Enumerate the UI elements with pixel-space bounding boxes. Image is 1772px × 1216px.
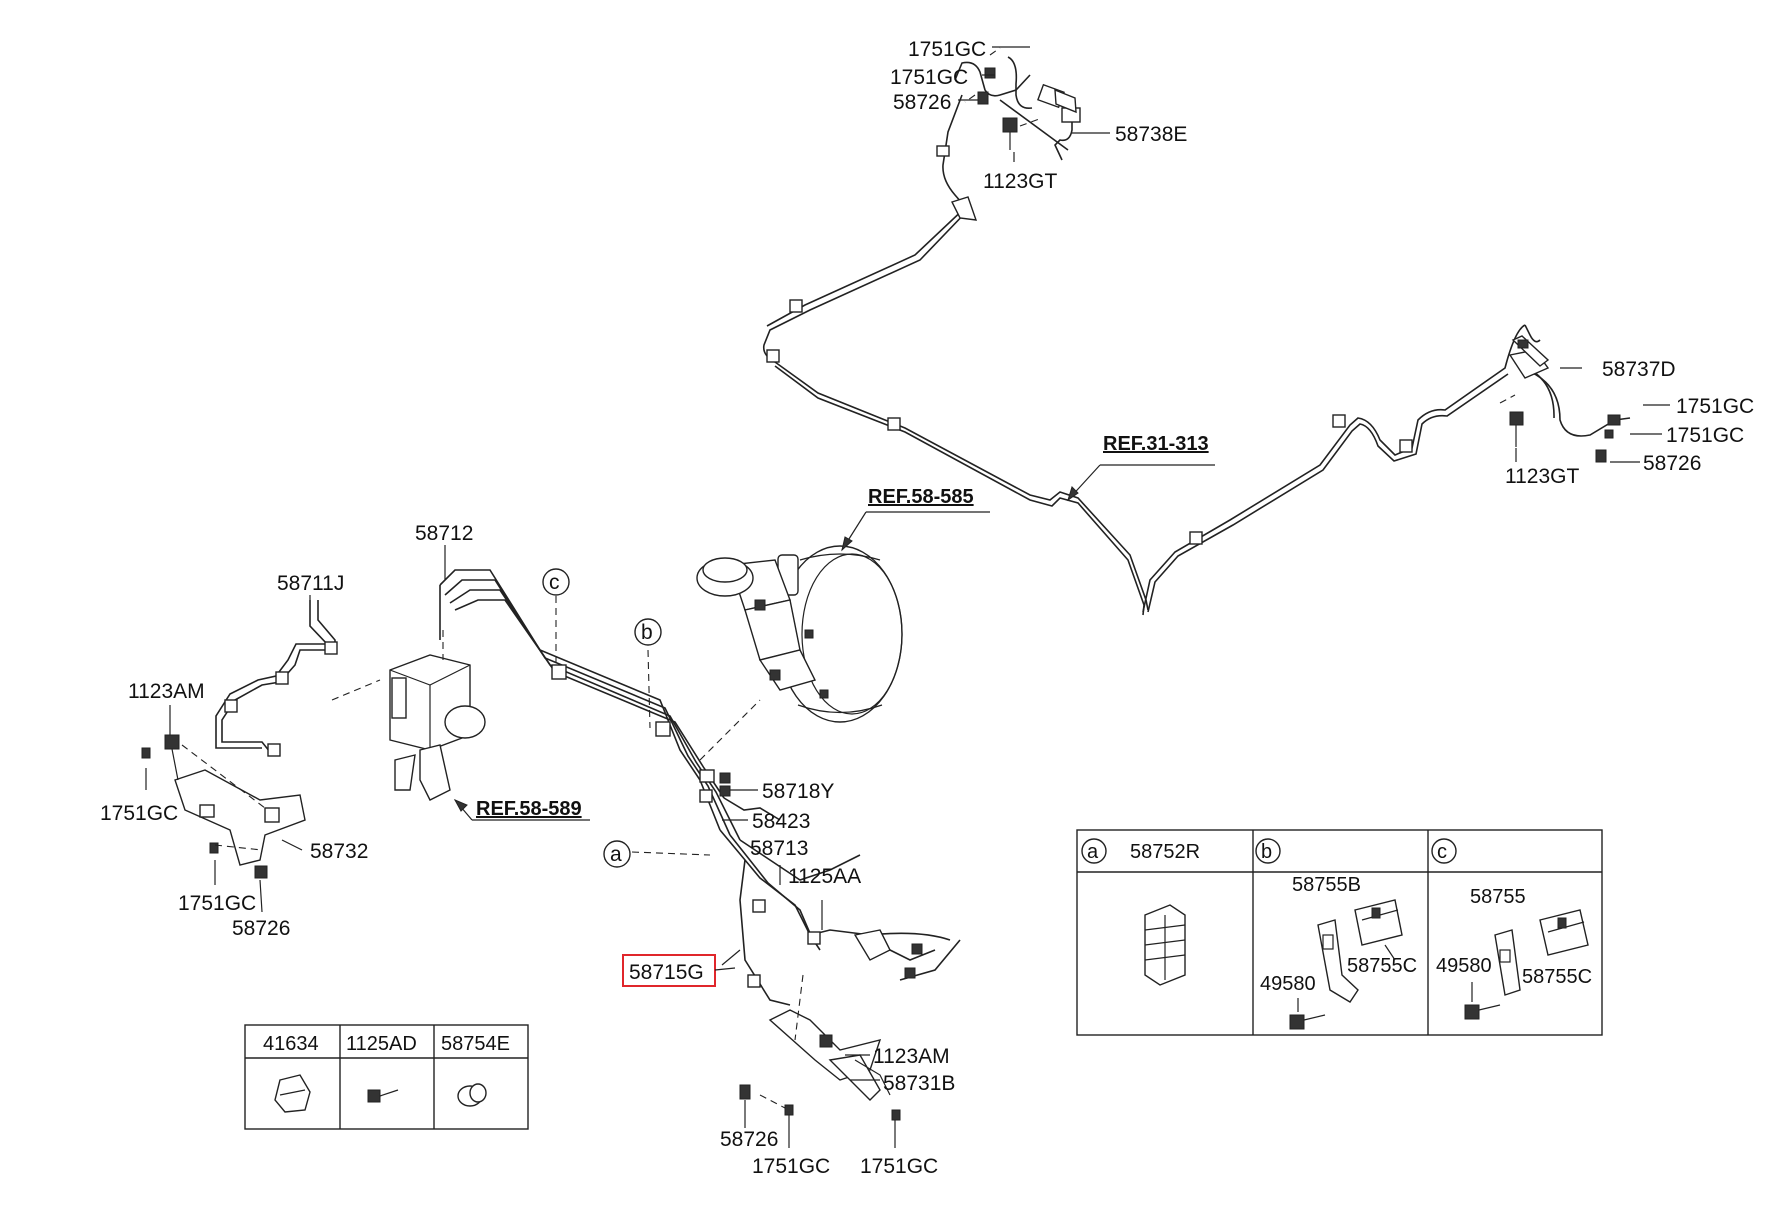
clip-part-58755c: 58755C (1347, 955, 1417, 977)
label-58715g: 58715G (629, 961, 704, 984)
ref-58-589: REF.58-589 (476, 798, 582, 820)
main-brake-pipe (762, 56, 1541, 616)
label-58726: 58726 (1643, 452, 1701, 475)
clip-part-49580: 49580 (1436, 955, 1492, 977)
clip-part-58755c: 58755C (1522, 966, 1592, 988)
svg-text:c: c (549, 571, 560, 594)
pipe-58711j (215, 600, 338, 757)
label-1751gc: 1751GC (1676, 395, 1754, 418)
small-parts-table: 41634 1125AD 58754E (244, 1024, 529, 1130)
clip-58755b-icon (1317, 899, 1403, 1003)
label-58718y: 58718Y (762, 780, 834, 803)
label-58423: 58423 (752, 810, 810, 833)
abs-unit (331, 630, 486, 801)
clip-table: a 58752R b 58755B 58755C 49580 (1076, 829, 1603, 1036)
svg-text:a: a (610, 843, 622, 866)
label-58731b: 58731B (883, 1072, 955, 1095)
marker-b: b (634, 618, 662, 646)
clip-58752r-icon (1144, 904, 1186, 986)
label-1751gc: 1751GC (908, 38, 986, 61)
svg-text:b: b (1261, 841, 1272, 863)
marker-a: a (603, 840, 631, 868)
label-58737d: 58737D (1602, 358, 1676, 381)
clip-section-a: a 58752R (1081, 838, 1200, 986)
clip-part-49580: 49580 (1260, 973, 1316, 995)
table-header-1125ad: 1125AD (346, 1033, 417, 1055)
bolt-1123gt-right (1509, 411, 1524, 447)
label-1751gc: 1751GC (752, 1155, 830, 1178)
label-1123am: 1123AM (128, 680, 205, 703)
clip-part-58752r: 58752R (1130, 841, 1200, 863)
clip-part-58755: 58755 (1470, 886, 1526, 908)
part-labels: 1751GC 1751GC 58726 58738E 1123GT REF.31… (100, 38, 1754, 1178)
part-41634-icon (274, 1074, 311, 1113)
brake-booster-assembly (696, 545, 903, 761)
highlighted-part-58715g[interactable]: 58715G (622, 954, 716, 987)
label-58738e: 58738E (1115, 123, 1187, 146)
ref-58-585: REF.58-585 (868, 486, 974, 508)
label-58726: 58726 (720, 1128, 778, 1151)
table-header-58754e: 58754E (441, 1033, 510, 1055)
label-1751gc: 1751GC (860, 1155, 938, 1178)
svg-text:b: b (641, 621, 653, 644)
label-1123gt: 1123GT (983, 170, 1057, 193)
part-58754e-icon (457, 1083, 487, 1107)
bolt-1123gt-top (1002, 117, 1043, 150)
marker-c: c (542, 568, 570, 596)
label-58712: 58712 (415, 522, 473, 545)
label-1123am: 1123AM (873, 1045, 950, 1068)
label-58711j: 58711J (277, 572, 344, 595)
svg-text:c: c (1437, 841, 1447, 863)
label-1125aa: 1125AA (788, 865, 861, 888)
label-1751gc: 1751GC (890, 66, 968, 89)
abs-brake-lines (439, 569, 961, 1006)
bolt-49580-c-icon (1464, 982, 1501, 1020)
clip-58755-icon (1494, 909, 1589, 996)
table-header-41634: 41634 (263, 1033, 319, 1055)
clip-section-c: c 58755 58755C 49580 (1431, 838, 1592, 1020)
svg-text:a: a (1087, 841, 1099, 863)
label-1751gc: 1751GC (178, 892, 256, 915)
clip-section-b: b 58755B 58755C 49580 (1255, 838, 1417, 1030)
top-hose-assembly (766, 47, 1413, 545)
ref-31-313: REF.31-313 (1103, 433, 1209, 455)
label-1123gt: 1123GT (1505, 465, 1579, 488)
bolt-49580-b-icon (1289, 998, 1326, 1030)
label-1751gc: 1751GC (1666, 424, 1744, 447)
clip-part-58755b: 58755B (1292, 874, 1361, 896)
label-1751gc: 1751GC (100, 802, 178, 825)
label-58726: 58726 (232, 917, 290, 940)
bracket-58732 (141, 734, 306, 879)
leader-lines (145, 46, 1670, 1148)
label-58732: 58732 (310, 840, 368, 863)
part-1125ad-icon (367, 1089, 399, 1103)
label-58726: 58726 (893, 91, 951, 114)
right-hose-assembly (1499, 335, 1631, 463)
bracket-58731b (739, 974, 901, 1121)
label-58713: 58713 (750, 837, 808, 860)
